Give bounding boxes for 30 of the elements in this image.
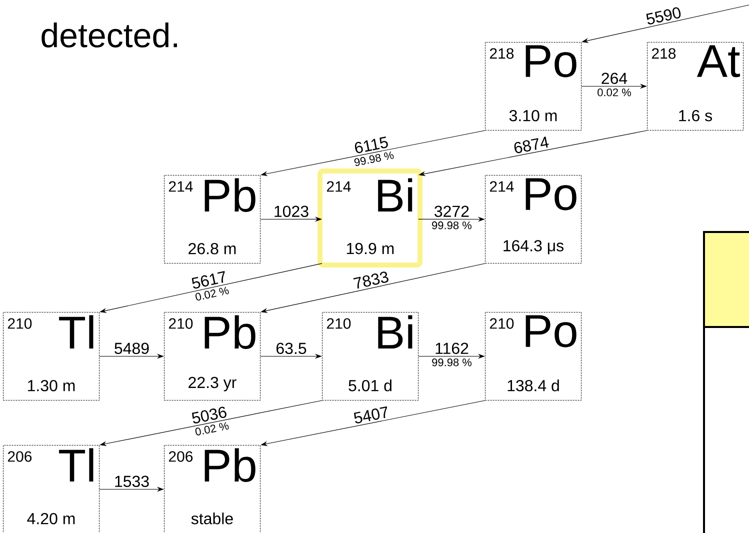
branching-ratio: 0.02 % xyxy=(195,422,229,436)
edge-label: 5489 xyxy=(114,342,149,354)
nuclide-box: 214 Po 164.3 μs xyxy=(485,175,582,264)
edge-label: 5617 xyxy=(192,271,225,289)
branching-ratio: 99.98 % xyxy=(432,221,472,230)
nuclide-box: 214 Pb 26.8 m xyxy=(164,175,260,264)
nuclide-box: 214 Bi 19.9 m xyxy=(318,168,422,268)
nuclide-box: 218 Po 3.10 m xyxy=(485,42,582,130)
edge-label: 1533 xyxy=(115,476,149,488)
nuclide-box: 210 Pb 22.3 yr xyxy=(164,312,260,400)
caption-text: detected. xyxy=(42,22,177,48)
edge-label: 63.5 xyxy=(276,342,306,354)
branching-ratio: 0.02 % xyxy=(598,88,631,96)
edge-label: 5590 xyxy=(646,7,681,24)
nuclide-box: 210 Tl 1.30 m xyxy=(3,312,100,400)
branching-ratio: 99.98 % xyxy=(432,358,472,366)
nuclide-box: 206 Tl 4.20 m xyxy=(3,445,100,533)
nuclide-box: 210 Bi 5.01 d xyxy=(322,312,418,400)
edge-label: 1023 xyxy=(274,206,308,218)
edge-label: 5407 xyxy=(354,406,388,424)
nuclide-box: 218 At 1.6 s xyxy=(647,42,744,130)
edge-label: 3272 xyxy=(434,206,469,218)
edge-label: 6115 xyxy=(354,136,388,154)
edge-label: 6874 xyxy=(514,136,549,154)
edge-label: 7833 xyxy=(353,272,388,289)
nuclide-box: 210 Po 138.4 d xyxy=(485,312,582,400)
edge-label: 1162 xyxy=(436,342,468,354)
edge-label: 5036 xyxy=(192,406,226,424)
nuclide-box: 206 Pb stable xyxy=(164,445,260,533)
edge-label: 264 xyxy=(602,72,628,84)
